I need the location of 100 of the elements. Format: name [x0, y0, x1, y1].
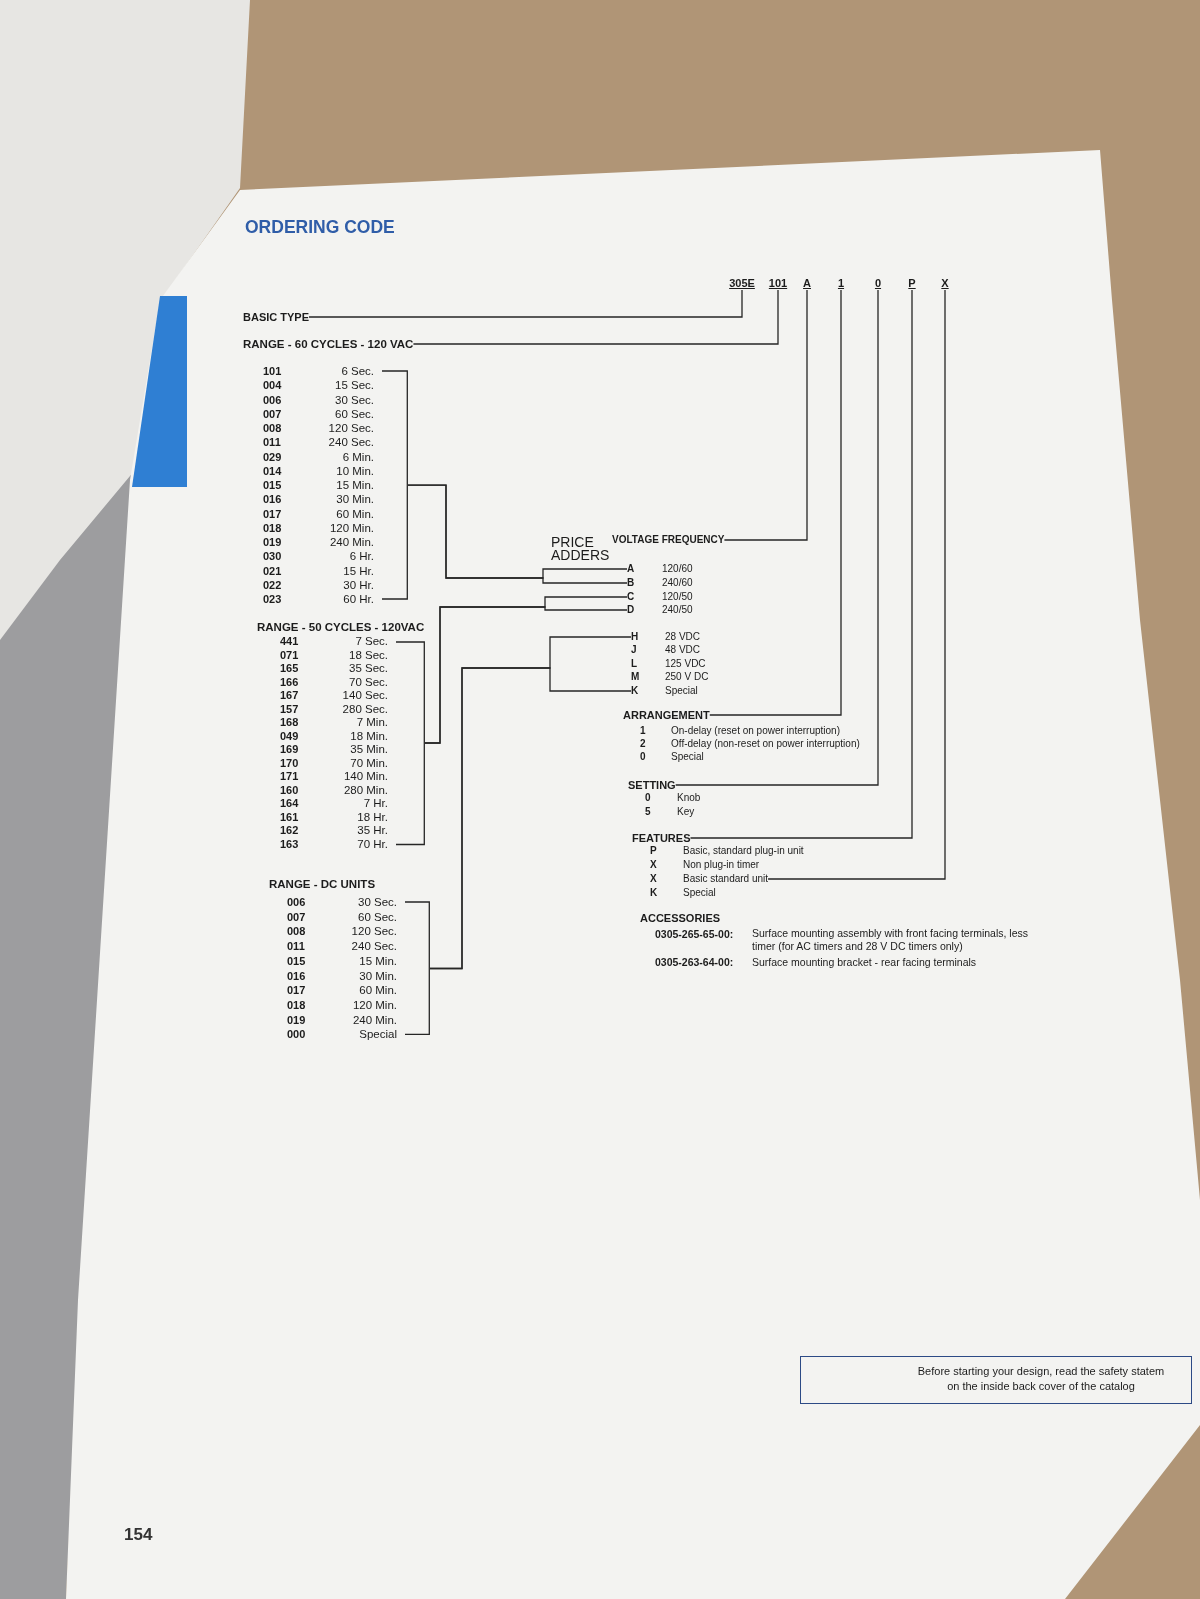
range-duration: Special [359, 1027, 397, 1042]
part-number: 0305-265-65-00: [655, 927, 734, 941]
code-character: X [941, 276, 949, 290]
option-description: 250 V DC [665, 670, 709, 684]
option-code: 5 [645, 805, 651, 819]
connector-line [412, 289, 779, 345]
code-character: 0 [874, 276, 882, 290]
section-heading: VOLTAGE FREQUENCY [612, 533, 725, 547]
range-code: 169 [280, 743, 299, 757]
range-code: 170 [280, 756, 299, 770]
range-code: 004 [263, 378, 282, 393]
range-duration: 70 Hr. [357, 837, 388, 851]
connector-line [709, 289, 842, 716]
range-duration: 120 Min. [352, 997, 397, 1013]
range-duration: 30 Hr. [343, 577, 374, 592]
range-code: 006 [263, 392, 282, 407]
range-duration: 240 Sec. [328, 435, 374, 450]
page-title: ORDERING CODE [245, 216, 395, 238]
range-code: 101 [263, 364, 282, 379]
range-code: 019 [263, 535, 282, 550]
range-duration: 6 Hr. [349, 549, 374, 564]
range-code: 030 [263, 549, 282, 564]
option-description: 120/60 [662, 562, 693, 576]
range-duration: 120 Min. [329, 520, 374, 535]
range-duration: 70 Min. [350, 756, 388, 770]
range-code: 011 [287, 939, 305, 954]
range-code: 011 [263, 435, 281, 450]
range-duration: 60 Sec. [335, 406, 374, 421]
range-duration: 240 Sec. [351, 939, 397, 954]
option-code: B [627, 576, 635, 590]
range-code: 016 [287, 968, 306, 984]
option-description: Off-delay (non-reset on power interruption) [671, 737, 860, 751]
page-number: 154 [124, 1525, 153, 1545]
note-box [800, 1356, 1192, 1404]
range-duration: 7 Sec. [355, 635, 388, 649]
range-code: 008 [263, 421, 282, 436]
range-duration: 7 Min. [356, 716, 388, 730]
range-code: 167 [280, 689, 299, 703]
range-code: 029 [263, 449, 282, 464]
option-code: 1 [640, 724, 646, 738]
option-description: 240/50 [662, 603, 693, 617]
range-duration: 120 Sec. [351, 924, 397, 940]
range-code: 015 [287, 953, 306, 969]
section-heading: ARRANGEMENT [623, 708, 710, 722]
option-description: 120/50 [662, 590, 693, 604]
range-code: 006 [287, 895, 306, 910]
option-description: 240/60 [662, 576, 693, 590]
range-code: 164 [280, 797, 299, 811]
section-heading: ACCESSORIES [640, 911, 721, 925]
section-heading: RANGE - DC UNITS [269, 877, 376, 891]
range-code: 000 [287, 1027, 306, 1042]
option-code: D [627, 603, 635, 617]
option-description: Basic, standard plug-in unit [683, 844, 804, 858]
option-description: Key [677, 805, 695, 819]
option-description: Knob [677, 791, 701, 805]
range-duration: 30 Sec. [335, 392, 374, 407]
range-duration: 60 Sec. [358, 909, 397, 925]
option-code: A [627, 562, 635, 576]
range-duration: 140 Sec. [342, 689, 388, 703]
range-code: 160 [280, 783, 299, 797]
range-code: 017 [263, 506, 282, 521]
range-code: 023 [263, 592, 282, 607]
range-code: 018 [287, 997, 306, 1013]
option-description: 48 VDC [665, 643, 700, 657]
option-code: L [631, 657, 638, 671]
connector-line [675, 289, 879, 786]
option-code: 2 [640, 737, 646, 751]
option-description: 28 VDC [665, 630, 700, 644]
range-code: 007 [263, 406, 282, 421]
range-duration: 60 Hr. [343, 592, 374, 607]
range-code: 165 [280, 662, 299, 676]
range-duration: 10 Min. [336, 463, 374, 478]
code-character: 305E [729, 276, 755, 290]
option-code: M [631, 670, 640, 684]
range-duration: 30 Sec. [358, 895, 397, 910]
range-duration: 120 Sec. [328, 421, 374, 436]
range-code: 022 [263, 577, 282, 592]
note-text: Before starting your design, read the safety statem on the inside back cover of the catalog [916, 1364, 1166, 1394]
option-code: 0 [640, 750, 646, 764]
range-duration: 18 Sec. [349, 648, 388, 662]
range-duration: 6 Min. [342, 449, 374, 464]
connector-line [308, 289, 743, 318]
range-duration: 30 Min. [336, 492, 374, 507]
range-duration: 30 Min. [359, 968, 397, 984]
range-duration: 240 Min. [329, 535, 374, 550]
range-duration: 70 Sec. [349, 675, 388, 689]
option-code: X [650, 858, 657, 872]
range-code: 166 [280, 675, 299, 689]
range-code: 157 [280, 702, 299, 716]
accessory-description: Surface mounting bracket - rear facing terminals [752, 955, 977, 969]
range-duration: 60 Min. [359, 983, 397, 998]
range-duration: 15 Sec. [335, 378, 374, 393]
section-heading: BASIC TYPE [243, 310, 309, 324]
range-code: 162 [280, 824, 299, 838]
option-description: Special [671, 750, 704, 764]
part-number: 0305-263-64-00: [655, 955, 734, 969]
range-code: 021 [263, 563, 282, 578]
option-code: X [650, 872, 657, 886]
range-duration: 18 Min. [350, 729, 388, 743]
option-description: On-delay (reset on power interruption) [671, 724, 840, 738]
